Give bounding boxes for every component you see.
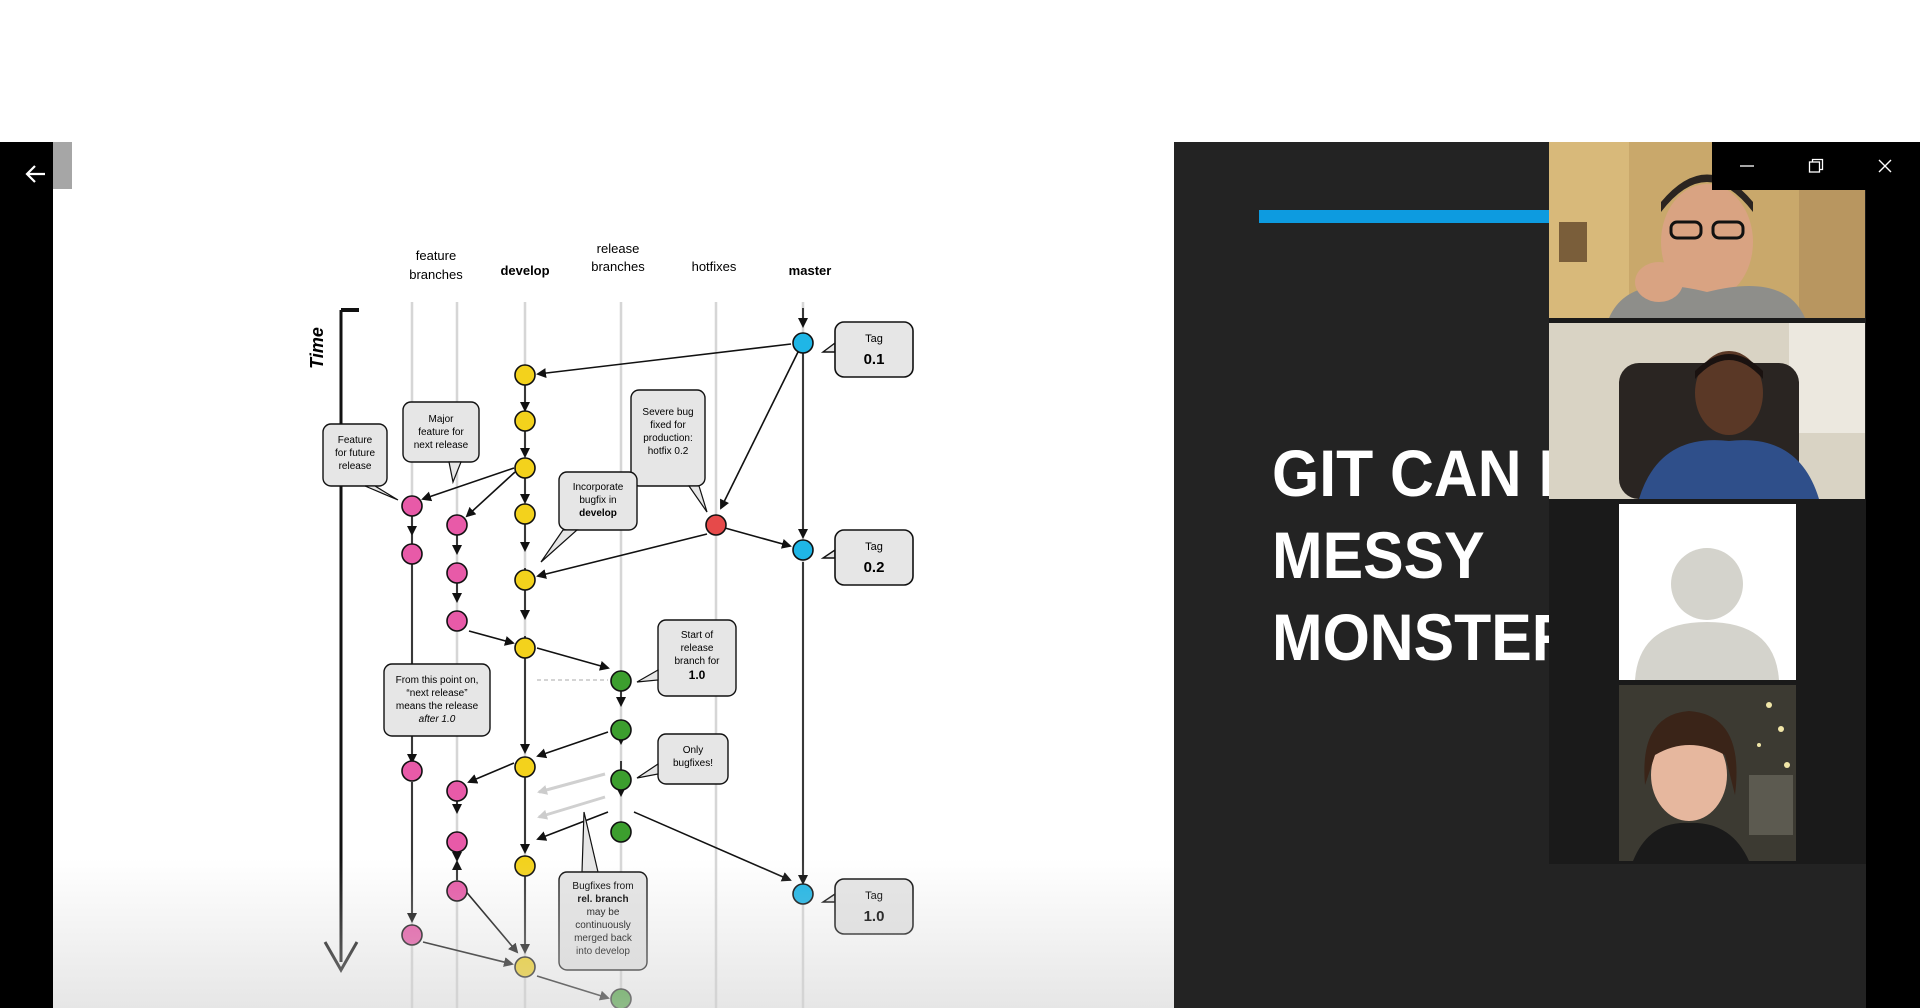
- callout-major-feature: Major feature for next release: [402, 401, 480, 485]
- svg-text:may be: may be: [587, 907, 620, 918]
- tag-box-1-0: Tag 1.0: [820, 878, 914, 935]
- time-label: Time: [307, 327, 327, 369]
- close-button[interactable]: [1850, 142, 1919, 190]
- callout-incorporate: Incorporate bugfix in develop: [540, 471, 638, 563]
- participant-tile-3[interactable]: [1549, 504, 1865, 680]
- svg-text:“next release”: “next release”: [406, 688, 467, 699]
- svg-text:develop: develop: [579, 508, 617, 519]
- callout-bugfixes-rel: Bugfixes from rel. branch may be continu…: [558, 811, 648, 971]
- header-develop: develop: [500, 263, 549, 278]
- svg-text:Tag: Tag: [865, 541, 883, 553]
- arrow-left-icon: [25, 165, 45, 183]
- callout-next-release: From this point on, “next release” means…: [383, 663, 491, 737]
- svg-text:bugfix in: bugfix in: [579, 495, 616, 506]
- scroll-tab: [53, 142, 72, 189]
- svg-text:merged back: merged back: [574, 933, 633, 944]
- diagram-nodes: [401, 332, 814, 1008]
- svg-text:rel. branch: rel. branch: [577, 894, 628, 905]
- svg-text:production:: production:: [643, 433, 692, 444]
- svg-text:Major: Major: [428, 414, 454, 425]
- callout-start-release: Start of release branch for 1.0: [636, 619, 737, 697]
- svg-text:Incorporate: Incorporate: [573, 482, 624, 493]
- svg-text:1.0: 1.0: [864, 908, 885, 925]
- shared-screen-diagram: feature branches develop release branche…: [53, 142, 1174, 1008]
- svg-text:for future: for future: [335, 448, 375, 459]
- tag-box-0-2: Tag 0.2: [820, 529, 914, 586]
- svg-text:0.1: 0.1: [864, 351, 885, 368]
- svg-text:1.0: 1.0: [689, 668, 706, 682]
- svg-text:Feature: Feature: [338, 435, 373, 446]
- callout-only-bugfixes: Only bugfixes!: [636, 733, 729, 785]
- callout-severe-bug: Severe bug fixed for production: hotfix …: [630, 389, 708, 513]
- minimize-icon: [1739, 165, 1754, 167]
- svg-text:continuously: continuously: [575, 920, 631, 931]
- svg-text:release: release: [339, 461, 372, 472]
- slide-title-line-2: MESSY: [1272, 518, 1485, 592]
- restore-icon: [1808, 158, 1823, 173]
- svg-text:branch for: branch for: [674, 656, 720, 667]
- header-feature-2: branches: [409, 267, 463, 282]
- header-release-1: release: [597, 241, 640, 256]
- back-button[interactable]: [14, 152, 58, 196]
- svg-text:after 1.0: after 1.0: [419, 714, 456, 725]
- participant-tile-4[interactable]: [1549, 685, 1865, 861]
- callout-feature-future: Feature for future release: [322, 423, 399, 501]
- svg-text:Only: Only: [683, 745, 704, 756]
- svg-text:From this point on,: From this point on,: [396, 675, 479, 686]
- svg-text:into develop: into develop: [576, 946, 630, 957]
- gitflow-diagram: feature branches develop release branche…: [307, 241, 914, 1008]
- close-icon: [1878, 159, 1891, 173]
- svg-text:bugfixes!: bugfixes!: [673, 758, 713, 769]
- minimize-button[interactable]: [1712, 142, 1781, 190]
- header-feature-1: feature: [416, 248, 456, 263]
- grey-arrows: [537, 772, 606, 820]
- avatar-placeholder-icon: [1619, 504, 1796, 680]
- svg-text:Tag: Tag: [865, 333, 883, 345]
- header-hotfixes: hotfixes: [692, 259, 737, 274]
- svg-text:fixed for: fixed for: [650, 420, 686, 431]
- svg-text:means the release: means the release: [396, 701, 479, 712]
- header-release-2: branches: [591, 259, 645, 274]
- participant-tile-2[interactable]: [1549, 323, 1865, 499]
- svg-text:Severe bug: Severe bug: [642, 407, 693, 418]
- window-controls: [1712, 142, 1920, 190]
- svg-text:Tag: Tag: [865, 890, 883, 902]
- svg-text:Start of: Start of: [681, 630, 713, 641]
- restore-button[interactable]: [1781, 142, 1850, 190]
- slide-title-line-3: MONSTER: [1272, 600, 1576, 674]
- svg-text:0.2: 0.2: [864, 559, 885, 576]
- participant-video-strip: [1549, 142, 1866, 864]
- svg-text:release: release: [681, 643, 714, 654]
- participant-video-2: [1549, 323, 1865, 499]
- svg-text:next release: next release: [414, 440, 469, 451]
- svg-text:feature for: feature for: [418, 427, 464, 438]
- tag-box-0-1: Tag 0.1: [820, 321, 914, 378]
- header-master: master: [789, 263, 832, 278]
- accent-bar: [1259, 210, 1599, 223]
- participant-video-4: [1619, 685, 1796, 861]
- meeting-stage: feature branches develop release branche…: [0, 142, 1920, 1008]
- svg-text:Bugfixes from: Bugfixes from: [572, 881, 633, 892]
- svg-text:hotfix 0.2: hotfix 0.2: [648, 446, 689, 457]
